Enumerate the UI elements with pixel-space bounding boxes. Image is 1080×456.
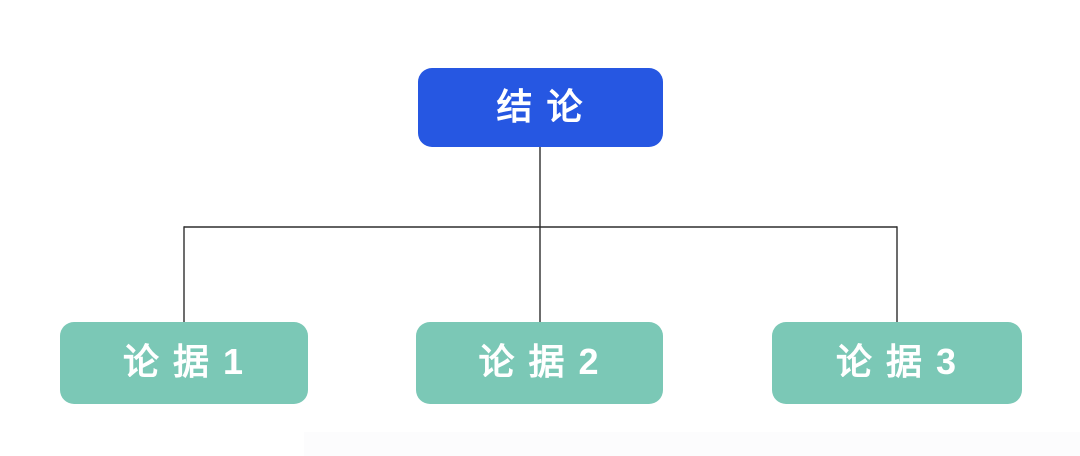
node-conclusion-label: 结 论 <box>496 85 585 127</box>
node-evidence-1-label: 论 据 1 <box>122 341 246 382</box>
node-evidence-3-label: 论 据 3 <box>835 341 959 382</box>
node-evidence-2: 论 据 2 <box>416 322 663 404</box>
node-evidence-1: 论 据 1 <box>60 322 308 404</box>
node-conclusion: 结 论 <box>418 68 663 147</box>
node-evidence-3: 论 据 3 <box>772 322 1022 404</box>
footer-strip <box>304 432 1080 456</box>
node-evidence-2-label: 论 据 2 <box>478 341 601 382</box>
